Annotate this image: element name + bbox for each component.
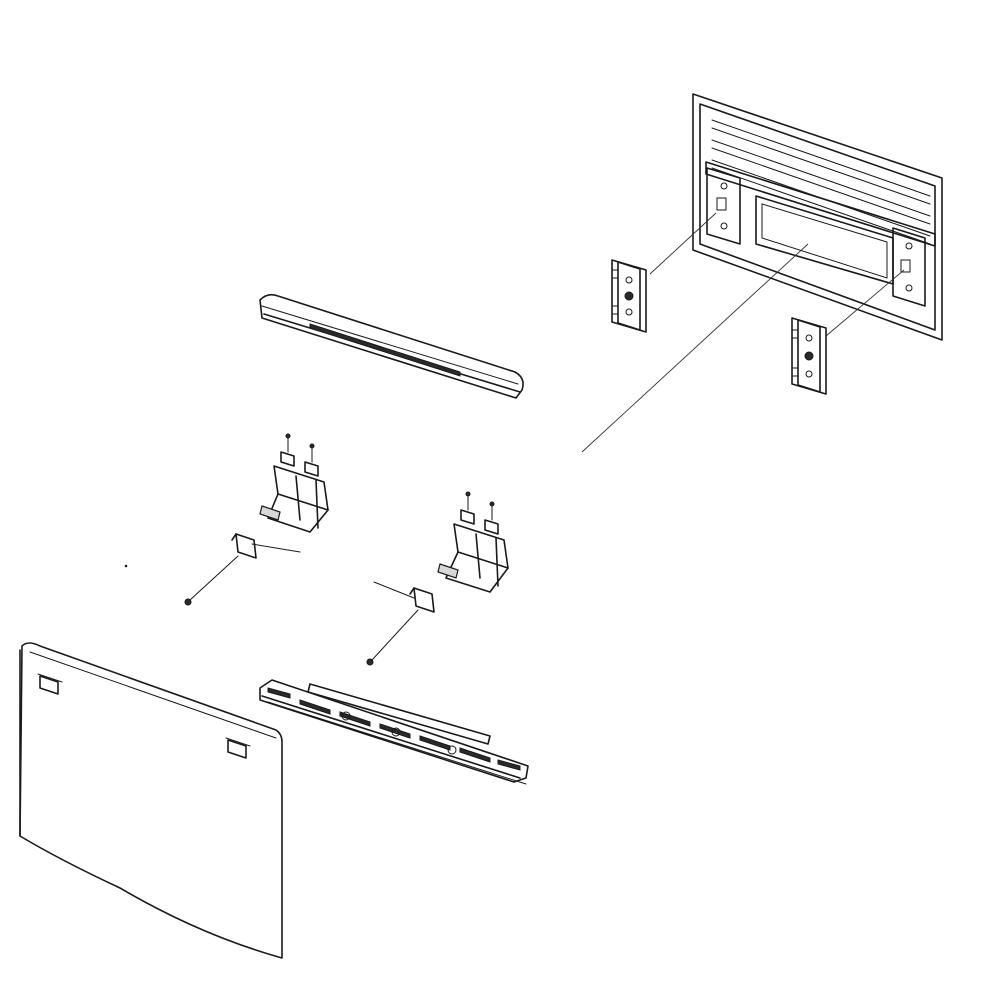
door-bracket-left — [611, 259, 647, 333]
drawer-front-panel — [19, 642, 283, 959]
inner-door-panel: ​ — [692, 93, 943, 341]
trim-strip — [307, 683, 491, 745]
hinge-assembly-right — [366, 491, 509, 666]
leader-line — [581, 243, 809, 453]
leader-line — [825, 269, 905, 337]
stray-dot — [124, 564, 128, 568]
leader-line — [649, 212, 717, 275]
bottom-handle-trim — [259, 679, 529, 785]
top-handle-cap — [259, 293, 524, 399]
door-bracket-right — [791, 317, 827, 395]
hinge-assembly-left — [184, 433, 329, 606]
